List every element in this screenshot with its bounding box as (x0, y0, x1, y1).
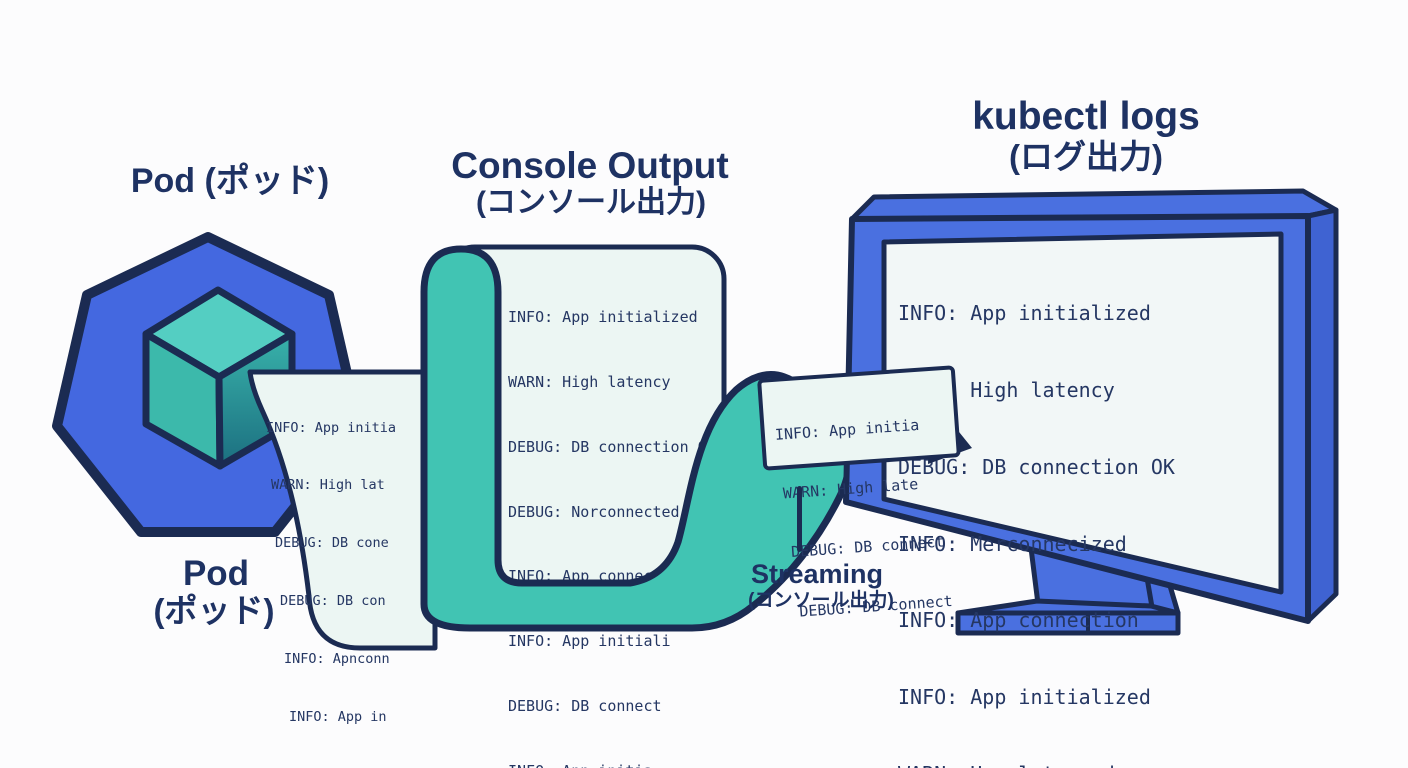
kubectl-logs-title: kubectl logs (972, 95, 1200, 138)
log-line: INFO: App initiali (508, 632, 671, 651)
console-output-subtitle: (コンソール出力) (476, 186, 706, 219)
log-line: DEBUG: DB connect (508, 696, 662, 715)
streaming-subtitle: (コンソール出力) (748, 590, 894, 611)
log-line: INFO: App initia (266, 419, 397, 436)
streaming-connector-line (797, 486, 802, 552)
log-line: INFO: App initia (508, 761, 716, 768)
log-line: INFO: App initialized (508, 308, 698, 327)
log-line: INFO: Apnconn (284, 651, 390, 668)
log-line: INFO: Merconnecized (898, 531, 1127, 556)
log-line: DEBUG: Norconnected (508, 502, 680, 521)
log-line: DEBUG: DB con (280, 593, 386, 610)
streaming-title: Streaming (750, 559, 884, 589)
pod-log-text: INFO: App initia WARN: High lat DEBUG: D… (266, 380, 400, 768)
pod-bottom-subtitle: (ポッド) (153, 592, 275, 629)
log-line: INFO: App initialized (898, 301, 1151, 326)
streaming-log-paper: INFO: App initia WARN: High late DEBUG: … (757, 365, 961, 620)
log-stream-ribbon-icon (420, 245, 853, 632)
log-line: WARN: High lat (271, 477, 385, 494)
log-line: WARN: Hpp latenzed (898, 762, 1175, 768)
pod-bottom-title: Pod (182, 554, 250, 593)
log-line: INFO: App in (289, 709, 387, 726)
log-line: INFO: App initia (774, 415, 920, 444)
log-line: WARN: High late (782, 475, 919, 503)
monitor-stand-base-front (955, 610, 1181, 636)
log-line: WARN: High latency (508, 372, 671, 391)
log-line: DEBUG: DB cone (275, 535, 389, 552)
log-line: WARN: High l (293, 766, 400, 768)
log-line: INFO: App initialized (898, 685, 1151, 710)
log-line: INFO: App connection (898, 608, 1139, 633)
pod-top-label: Pod (ポッド) (130, 162, 330, 200)
console-output-title: Console Output (451, 145, 729, 186)
pod-log-paper-sheet (247, 369, 438, 651)
kubectl-logs-subtitle: (ログ出力) (1009, 138, 1163, 175)
